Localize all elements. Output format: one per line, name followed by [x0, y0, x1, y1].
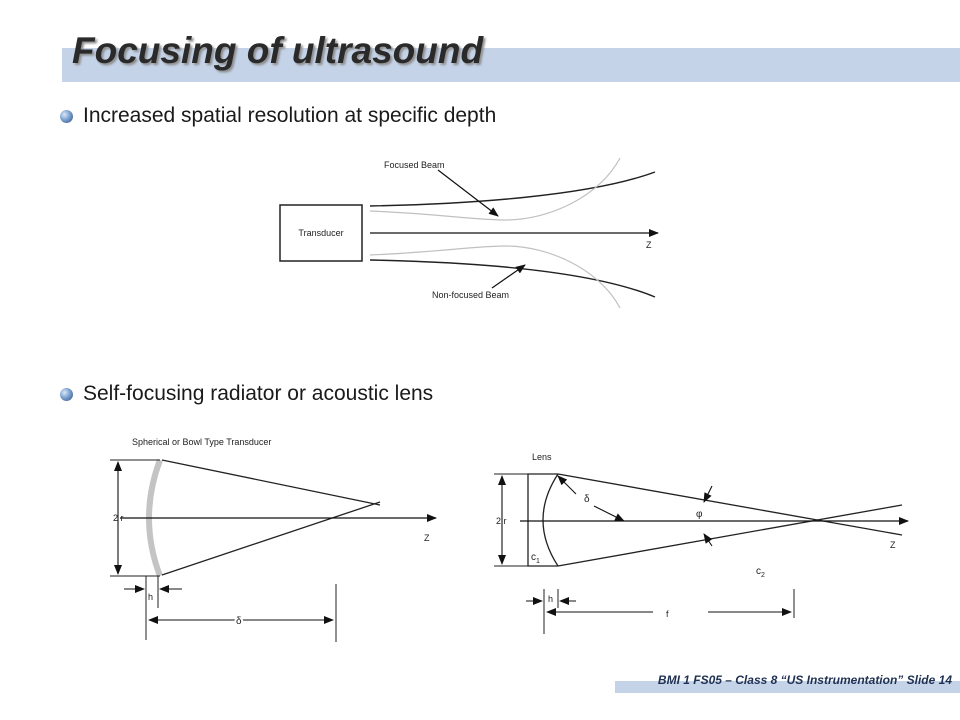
bullet-item-1: Increased spatial resolution at specific… — [60, 104, 496, 128]
lens-beam-upper — [557, 473, 903, 536]
lens-curved-face — [542, 473, 559, 567]
z-axis-label: Z — [890, 540, 896, 550]
bullet-icon — [60, 109, 73, 123]
lens-label: Lens — [532, 452, 552, 462]
beam-focusing-diagram: Transducer Z Focused Beam Non-focused Be… — [279, 157, 659, 309]
delta-label: δ — [584, 494, 590, 505]
phi-arrow-lower — [703, 533, 713, 547]
slide-title: Focusing of ultrasound — [72, 30, 484, 71]
focused-beam-lower — [369, 245, 621, 309]
bullet-text: Self-focusing radiator or acoustic lens — [83, 382, 434, 405]
non-focused-beam-upper — [369, 171, 656, 207]
f-label: f — [666, 609, 669, 619]
z-axis-label: Z — [424, 533, 430, 543]
radius-label: 2 r — [496, 516, 507, 526]
delta-pointer-lower — [593, 505, 625, 522]
focused-beam-pointer — [437, 169, 499, 217]
bullet-text: Increased spatial resolution at specific… — [83, 104, 497, 127]
h-label: h — [148, 592, 153, 602]
footer-bar — [615, 681, 960, 693]
title-bar — [62, 48, 960, 82]
focused-beam-upper — [369, 157, 621, 221]
bullet-icon — [60, 387, 73, 401]
c1-label: c1 — [531, 552, 540, 565]
focused-beam-label: Focused Beam — [384, 160, 445, 170]
bowl-beam-upper — [161, 459, 381, 506]
transducer-box — [279, 204, 363, 262]
phi-arrow-upper — [703, 485, 713, 503]
transducer-label: Transducer — [298, 228, 343, 238]
non-focused-beam-lower — [369, 259, 656, 298]
delta-pointer-upper — [557, 475, 577, 495]
c2-label: c2 — [756, 566, 765, 579]
z-axis-label: Z — [646, 240, 652, 250]
bowl-transducer-diagram: Spherical or Bowl Type Transducer Z 2 r … — [110, 437, 437, 642]
lens-beam-lower — [557, 504, 903, 567]
acoustic-lens-diagram: Lens Z 2 r δ φ c1 c2 h f — [494, 452, 909, 634]
lens-housing — [527, 473, 558, 567]
delta-label: δ — [236, 616, 242, 627]
bowl-transducer-title: Spherical or Bowl Type Transducer — [132, 437, 271, 447]
h-label: h — [548, 594, 553, 604]
non-focused-beam-label: Non-focused Beam — [432, 290, 509, 300]
slide-footer: BMI 1 FS05 – Class 8 “US Instrumentation… — [657, 673, 952, 687]
delta-label-halo: δ — [236, 616, 242, 627]
bullet-item-2: Self-focusing radiator or acoustic lens — [60, 382, 433, 406]
bowl-beam-lower — [161, 501, 381, 576]
non-focused-beam-pointer — [491, 264, 526, 289]
radius-label: 2 r — [113, 513, 124, 523]
phi-label: φ — [696, 509, 703, 520]
